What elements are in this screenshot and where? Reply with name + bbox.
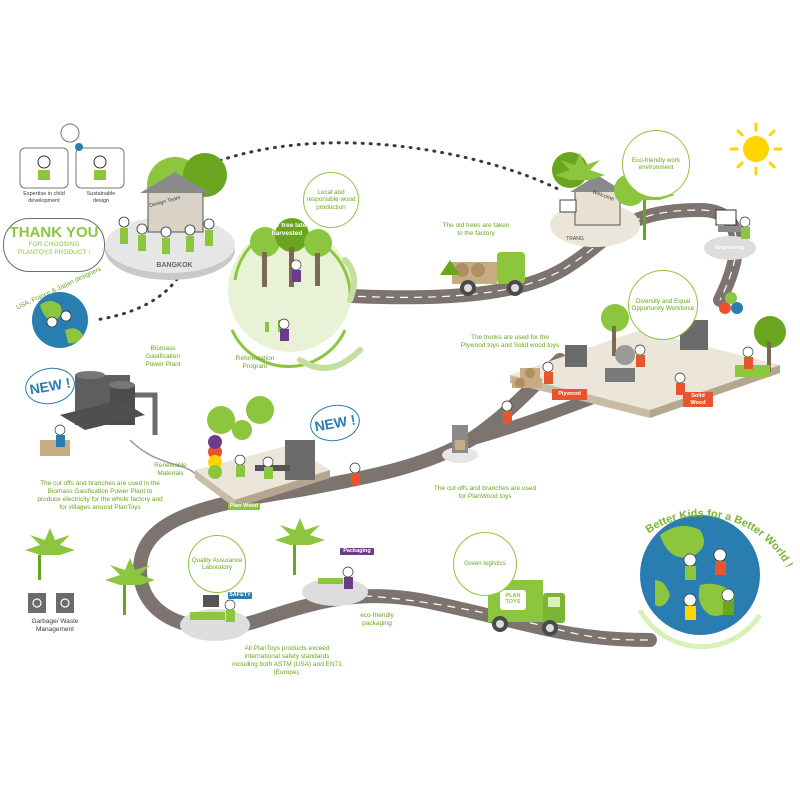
planwood-sign: Plan Wood: [228, 503, 260, 510]
eco-work-bubble: Eco-friendly work environment: [622, 130, 690, 198]
local-wood-text: Local and responsible wood production: [306, 188, 356, 211]
delivery-truck: [488, 580, 565, 636]
dotted-path: [203, 141, 562, 192]
plywood-sign: Plywood: [552, 391, 587, 398]
local-wood-bubble: Local and responsible wood production: [303, 172, 359, 228]
expertise-label: Expertise in child development: [23, 191, 65, 204]
biomass-title: Biomass Gasification Power Plant: [145, 345, 181, 368]
safety-sign: SAFETY: [228, 592, 252, 599]
engineering-label: Engineering: [715, 245, 745, 251]
thank-you-line2: PLANTOYS PRODUCT !: [18, 249, 90, 256]
thank-you-bubble: THANK YOU FOR CHOOSING PLANTOYS PRODUCT …: [3, 218, 105, 272]
trunks-label: The trunks are used for the Plywood toys…: [460, 334, 560, 349]
truck-logo: PLAN TOYS: [505, 593, 521, 605]
thank-you-line1: FOR CHOOSING: [28, 241, 80, 248]
diversity-text: Diversity and Equal Opportunity Workforc…: [631, 297, 695, 313]
planwood-station: [195, 396, 330, 508]
recycle-bins: [28, 593, 74, 613]
eco-packaging-label: eco-friendly packaging: [360, 612, 394, 627]
design-team-platform: [105, 153, 235, 280]
logistics-text: Green logistics: [464, 560, 506, 568]
thank-you-title: THANK YOU: [9, 224, 99, 241]
biomass-plant: [40, 371, 201, 481]
solid-wood-sign: Solid Wood: [683, 393, 713, 407]
log-truck: [440, 252, 525, 296]
packaging-sign: Packaging: [340, 548, 374, 555]
latex-label: Rubber tree latex is harvested: [256, 222, 318, 237]
trang-label: TRANG: [566, 236, 584, 242]
sun-icon: [729, 122, 783, 176]
forest-area: [228, 218, 352, 368]
city-label: BANGKOK: [156, 262, 193, 269]
designers-globe: [32, 292, 88, 348]
reforestation-label: Reforestation Program: [235, 355, 275, 370]
workers-on-path: [349, 400, 513, 485]
qa-bubble: Quality Assurance Laboratory: [188, 535, 246, 593]
standards-label: All PlanToys products exceed internation…: [232, 645, 342, 676]
old-trees-label: The old trees are taken to the factory: [442, 222, 510, 237]
eco-work-text: Eco-friendly work environment: [631, 156, 681, 172]
qa-lab: [180, 595, 250, 641]
qa-text: Quality Assurance Laboratory: [191, 556, 243, 572]
biomass-description: The cut offs and branches are used in th…: [37, 480, 163, 511]
diversity-bubble: Diversity and Equal Opportunity Workforc…: [628, 270, 698, 340]
sustainable-label: Sustainable design: [86, 191, 116, 204]
packaging-station: [302, 566, 368, 606]
world-globe: [637, 515, 763, 650]
design-thought-bubbles: [19, 123, 125, 189]
garbage-label: Garbage/ Waste Management: [31, 618, 79, 633]
cutoffs-label: The cut offs and branches are used for P…: [433, 485, 537, 500]
logistics-bubble: Green logistics: [453, 532, 517, 596]
renewable-label: Renewable Materials: [154, 462, 187, 477]
engineering-station: [704, 209, 756, 260]
